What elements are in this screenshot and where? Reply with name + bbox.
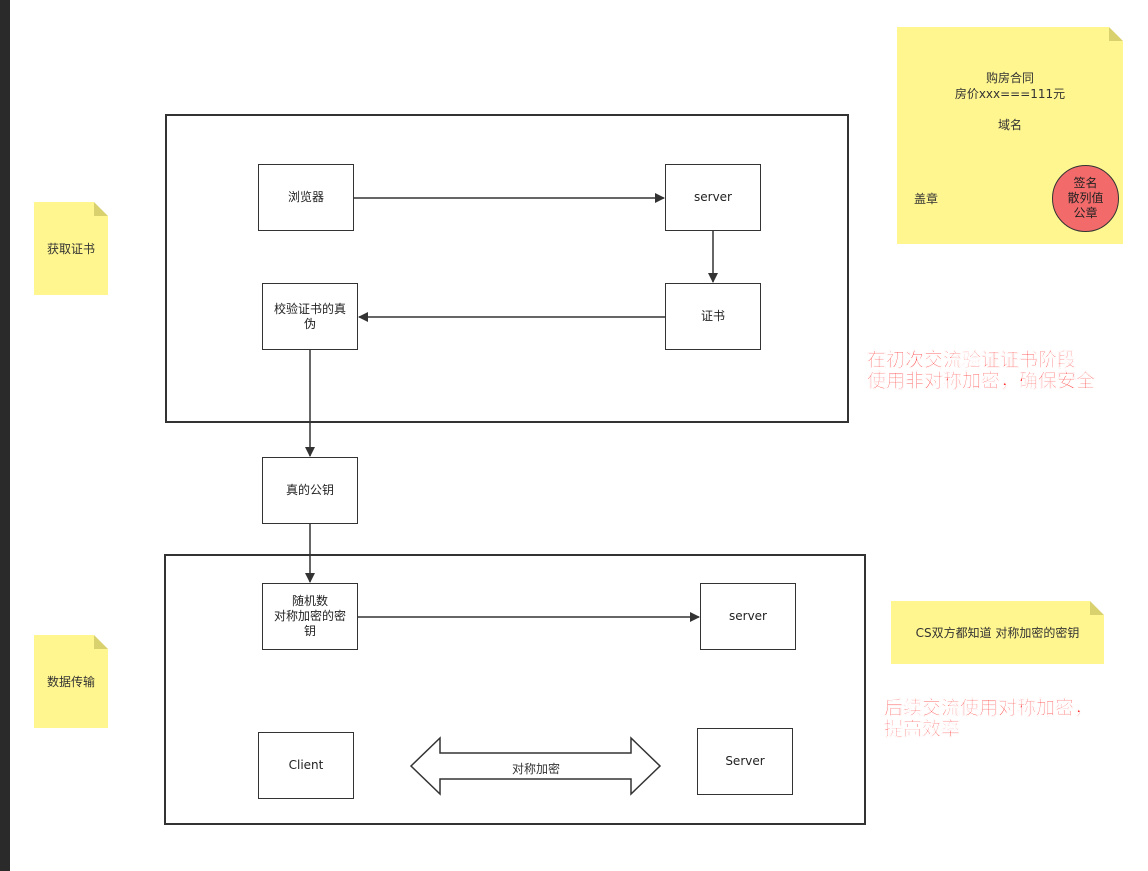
note-data-transfer: 数据传输 — [34, 635, 108, 728]
note-fold — [1090, 601, 1104, 615]
contract-title: 购房合同 — [985, 71, 1034, 85]
certificate-box: 证书 — [665, 283, 761, 350]
note-fold — [94, 202, 108, 216]
server-box-3: Server — [697, 728, 793, 795]
note-get-cert-text: 获取证书 — [46, 242, 95, 256]
contract-domain: 域名 — [997, 118, 1022, 132]
window-edge — [0, 0, 10, 871]
note-get-cert: 获取证书 — [34, 202, 108, 295]
symmetric-label: 对称加密 — [511, 762, 560, 776]
note-data-transfer-text: 数据传输 — [46, 675, 95, 689]
verify-cert-box: 校验证书的真 伪 — [262, 283, 358, 350]
note-fold — [94, 635, 108, 649]
annotation-phase2-line1: 后续交流使用对称加密， — [884, 697, 1094, 719]
note-fold — [1109, 27, 1123, 41]
data-phase-frame — [164, 554, 866, 825]
real-pubkey-box: 真的公钥 — [262, 457, 358, 524]
cert-phase-frame — [165, 114, 849, 423]
seal-line: 签名 — [1073, 176, 1098, 190]
note-cs-text: CS双方都知道 对称加密的密钥 — [915, 626, 1080, 640]
annotation-phase1: 在初次交流验证证书阶段 使用非对称加密，确保安全 — [867, 349, 1096, 392]
client-box: Client — [258, 732, 354, 799]
server-box-2: server — [700, 583, 796, 650]
seal-line: 散列值 — [1067, 191, 1104, 205]
note-contract: 购房合同 房价xxx===111元 域名 盖章 签名 散列值 公章 — [897, 27, 1123, 244]
annotation-phase2: 后续交流使用对称加密， 提高效率 — [884, 697, 1094, 740]
contract-stamp: 盖章 — [913, 192, 938, 206]
annotation-phase1-line1: 在初次交流验证证书阶段 — [867, 349, 1077, 371]
note-cs-both-know: CS双方都知道 对称加密的密钥 — [891, 601, 1104, 664]
seal-stamp: 签名 散列值 公章 — [1052, 165, 1119, 232]
server-box: server — [665, 164, 761, 231]
browser-box: 浏览器 — [258, 164, 354, 231]
random-key-box: 随机数 对称加密的密 钥 — [262, 583, 358, 650]
annotation-phase2-line2: 提高效率 — [884, 718, 961, 740]
annotation-phase1-line2: 使用非对称加密，确保安全 — [867, 370, 1096, 392]
contract-price: 房价xxx===111元 — [954, 87, 1066, 101]
seal-line: 公章 — [1073, 206, 1098, 220]
double-arrow-symmetric — [409, 736, 662, 796]
